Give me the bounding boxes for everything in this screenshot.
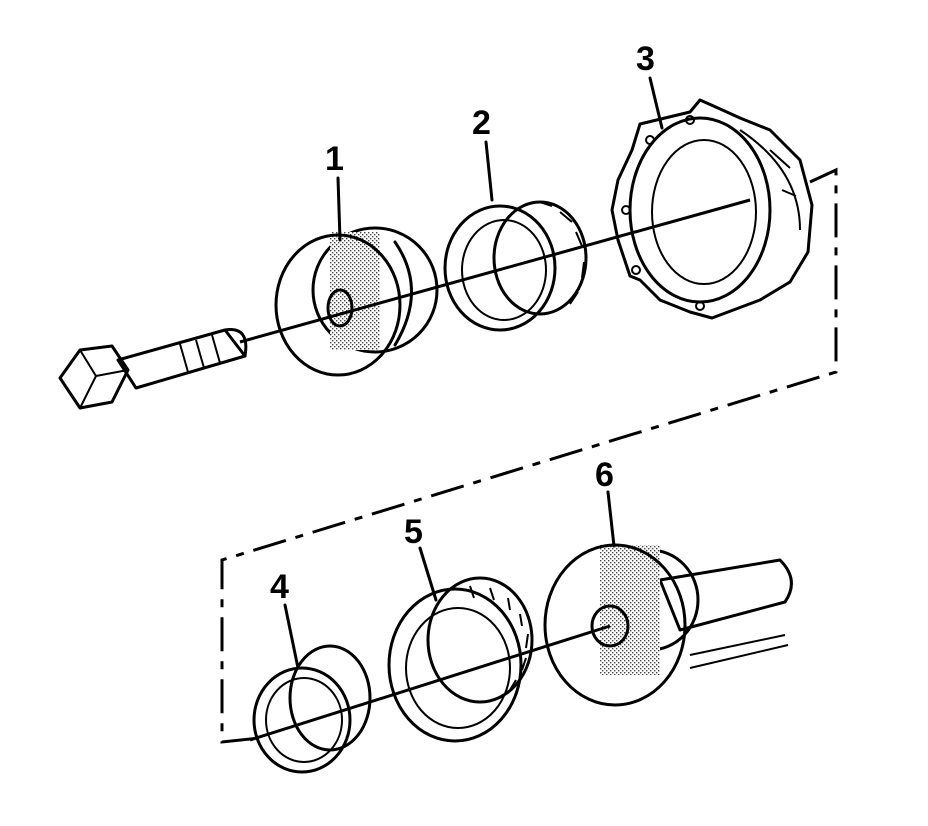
callout-6: 6 <box>595 456 614 494</box>
flanged-pulley <box>274 226 439 377</box>
upper-assembly-axis <box>239 198 751 344</box>
callout-1: 1 <box>325 140 344 178</box>
bearing-race <box>252 644 372 774</box>
installer-tool <box>543 543 793 707</box>
bearing-cup-upper <box>443 200 588 332</box>
assembly-leader-line <box>220 167 838 744</box>
roller-bearing-lower <box>387 576 534 743</box>
callout-5-leader <box>418 546 438 602</box>
callout-2-leader <box>484 140 494 202</box>
callout-3: 3 <box>636 40 655 78</box>
bolt <box>58 328 248 410</box>
callout-2: 2 <box>472 104 491 142</box>
callout-6-leader <box>606 490 616 548</box>
callout-5: 5 <box>404 513 423 551</box>
callout-3-leader <box>648 76 664 130</box>
lower-assembly-axis <box>249 624 611 742</box>
callout-1-leader <box>336 176 342 242</box>
callout-4: 4 <box>270 568 289 606</box>
flanged-housing <box>610 98 814 320</box>
callout-4-leader <box>283 603 300 670</box>
